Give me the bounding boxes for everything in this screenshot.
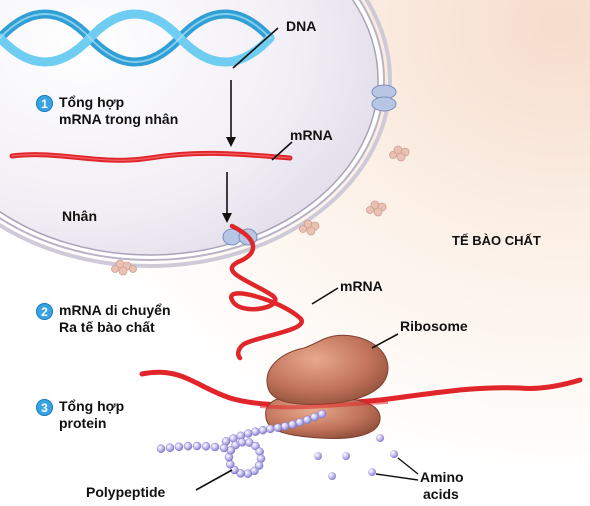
step-1: 1 Tổng hợp mRNA trong nhân — [36, 94, 178, 128]
polypeptide-bead — [210, 442, 220, 452]
step-1-line1: Tổng hợp — [59, 94, 125, 110]
step-3-line2: protein — [59, 415, 107, 431]
polypeptide-label: Polypeptide — [86, 484, 166, 500]
step-1-text: Tổng hợp mRNA trong nhân — [59, 94, 178, 128]
polypeptide-bead — [317, 409, 327, 419]
amino-acid — [342, 452, 350, 460]
mrna-cytoplasm-label: mRNA — [340, 278, 383, 294]
amino-acid — [314, 452, 322, 460]
polypeptide-bead — [310, 412, 319, 422]
polypeptide-bead — [156, 444, 166, 453]
polypeptide-bead — [302, 415, 312, 425]
export-arrow — [222, 172, 232, 223]
polypeptide-bead — [266, 424, 275, 434]
step-1-badge: 1 — [36, 95, 53, 112]
ribosome-pointer-line — [371, 333, 399, 349]
amino-acids-label: Amino acids — [420, 469, 464, 503]
nucleus-label: Nhân — [62, 208, 97, 224]
dna-helix — [0, 9, 275, 67]
polypeptide-bead — [192, 441, 202, 451]
polypeptide-bead — [251, 441, 260, 451]
mrna-strand-translation — [139, 369, 583, 408]
nuclear-pore-top — [371, 84, 397, 112]
step-3-line1: Tổng hợp — [59, 398, 125, 414]
amino-acid — [328, 472, 336, 480]
cytoplasm-particles — [111, 145, 410, 276]
amino-label-line2: acids — [423, 486, 459, 502]
polypeptide-bead — [288, 420, 297, 429]
mrna-nucleus-label: mRNA — [290, 127, 333, 143]
polypeptide-bead — [183, 441, 193, 451]
step-2-line2: Ra tế bào chất — [59, 319, 155, 335]
polypeptide-bead — [295, 418, 305, 427]
polypeptide-bead — [251, 427, 260, 436]
dna-label: DNA — [286, 18, 317, 34]
polypeptide-bead — [254, 461, 264, 470]
step-3: 3 Tổng hợp protein — [36, 398, 124, 432]
polypeptide-bead — [226, 460, 235, 469]
step-2-text: mRNA di chuyển Ra tế bào chất — [59, 302, 171, 336]
polypeptide-bead — [243, 429, 253, 438]
ribosome-label: Ribosome — [400, 318, 468, 334]
free-amino-acids — [314, 434, 398, 480]
polypeptide-bead — [174, 442, 184, 452]
polypeptide-pointer-line — [195, 469, 233, 491]
step-2: 2 mRNA di chuyển Ra tế bào chất — [36, 302, 171, 336]
dna-pointer-line — [232, 27, 279, 69]
mrna-nucleus-pointer-line — [271, 141, 293, 161]
step-2-badge: 2 — [36, 303, 53, 320]
polypeptide-bead — [273, 423, 282, 432]
amino-acid — [368, 468, 376, 476]
polypeptide-bead — [280, 422, 290, 431]
mrna-cytoplasm-pointer-line — [311, 287, 339, 305]
transcription-arrow — [226, 80, 236, 147]
polypeptide-bead — [201, 442, 211, 451]
polypeptide-chain — [156, 409, 327, 478]
polypeptide-bead — [165, 443, 175, 452]
amino-label-line1: Amino — [420, 469, 464, 485]
mrna-strand-exiting — [229, 223, 304, 361]
step-1-line2: mRNA trong nhân — [59, 111, 179, 127]
step-3-text: Tổng hợp protein — [59, 398, 124, 432]
amino-acid — [390, 450, 398, 458]
polypeptide-bead — [258, 425, 268, 435]
polypeptide-bead — [237, 438, 247, 447]
step-3-badge: 3 — [36, 399, 53, 416]
step-2-line1: mRNA di chuyển — [59, 302, 171, 318]
polypeptide-bead — [255, 447, 264, 456]
amino-acid — [376, 434, 384, 442]
polypeptide-bead — [219, 443, 229, 453]
cytoplasm-label: TẾ BÀO CHẤT — [452, 233, 541, 248]
nucleus — [0, 0, 392, 268]
polypeptide-bead — [243, 469, 253, 478]
amino-acid-pointer-lines — [375, 457, 419, 481]
